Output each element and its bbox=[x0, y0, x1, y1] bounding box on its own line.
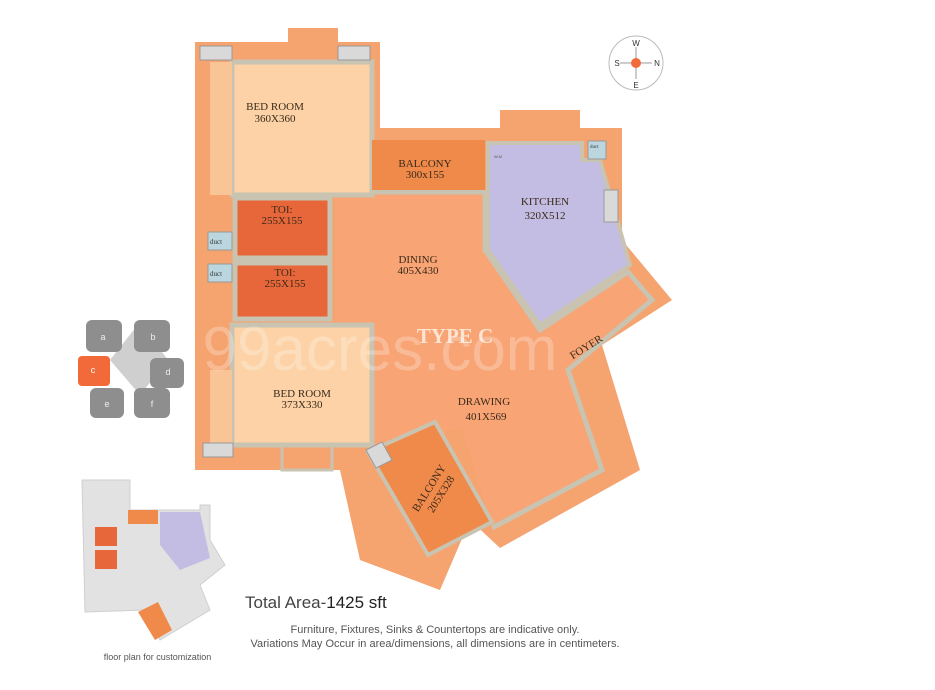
total-area: Total Area-1425 sft bbox=[245, 593, 387, 613]
room-name: KITCHEN bbox=[521, 196, 569, 208]
wm-label: W.M bbox=[494, 154, 502, 159]
compass-center-icon bbox=[631, 58, 641, 68]
toilet-2 bbox=[235, 263, 330, 319]
wall-hatch bbox=[603, 189, 619, 223]
balcony-1 bbox=[372, 140, 485, 190]
svg-text:b: b bbox=[150, 332, 155, 342]
duct-3 bbox=[587, 140, 607, 160]
key-block-a bbox=[86, 320, 122, 352]
compass-n: N bbox=[654, 59, 660, 68]
room-size: 373X330 bbox=[282, 399, 323, 411]
svg-text:f: f bbox=[151, 399, 154, 409]
svg-text:c: c bbox=[91, 365, 96, 375]
key-block-d bbox=[150, 358, 184, 388]
room-size: 300x155 bbox=[406, 169, 445, 181]
watermark: 99acres.com bbox=[203, 315, 558, 384]
room-name: DRAWING bbox=[458, 396, 510, 408]
room-name: BED ROOM bbox=[246, 101, 304, 113]
total-area-value: 1425 sft bbox=[326, 593, 387, 612]
mini-floor-plan[interactable] bbox=[81, 479, 226, 641]
room-name: BED ROOM bbox=[273, 388, 331, 400]
room-size: 405X430 bbox=[398, 265, 439, 277]
duct-label: duct bbox=[590, 145, 599, 150]
svg-text:e: e bbox=[104, 399, 109, 409]
room-size: 255X155 bbox=[262, 215, 303, 227]
disclaimer-line-2: Variations May Occur in area/dimensions,… bbox=[250, 638, 620, 650]
toilet-1 bbox=[235, 198, 330, 258]
wall-hatch bbox=[199, 45, 233, 61]
dining-drawing-area bbox=[335, 192, 652, 528]
mini-plan-caption: floor plan for customization bbox=[103, 652, 212, 662]
disclaimer-line-1: Furniture, Fixtures, Sinks & Countertops… bbox=[290, 624, 580, 636]
bedroom-1 bbox=[232, 62, 372, 195]
bedroom-2 bbox=[232, 325, 372, 445]
key-block-f bbox=[134, 388, 170, 418]
svg-text:a: a bbox=[100, 332, 105, 342]
compass-e: E bbox=[633, 81, 638, 90]
balcony-2 bbox=[365, 419, 495, 558]
duct-label: duct bbox=[210, 270, 222, 278]
compass-s: S bbox=[614, 59, 619, 68]
room-name: TOI: bbox=[274, 267, 295, 279]
room-size: 401X569 bbox=[466, 411, 507, 423]
key-block-e bbox=[90, 388, 124, 418]
room-size: 320X512 bbox=[525, 210, 566, 222]
duct-1 bbox=[207, 231, 233, 251]
type-label: TYPE C bbox=[417, 324, 493, 348]
room-name: DINING bbox=[398, 254, 437, 266]
room-size: 360X360 bbox=[255, 113, 296, 125]
total-area-label: Total Area- bbox=[245, 593, 327, 612]
wall-hatch bbox=[337, 45, 371, 61]
compass-w: W bbox=[632, 39, 640, 48]
room-name: BALCONY bbox=[398, 158, 451, 170]
key-block-b bbox=[134, 320, 170, 352]
room-name: TOI: bbox=[271, 204, 292, 216]
duct-2 bbox=[207, 263, 233, 283]
wall-hatch bbox=[365, 441, 393, 469]
room-size: 255X155 bbox=[265, 278, 306, 290]
duct-label: duct bbox=[210, 238, 222, 246]
key-plan: a b c d e f bbox=[78, 320, 184, 418]
svg-text:d: d bbox=[165, 367, 170, 377]
compass: W E S N bbox=[608, 35, 664, 91]
wall-hatch bbox=[202, 442, 234, 458]
key-block-c bbox=[78, 356, 110, 386]
